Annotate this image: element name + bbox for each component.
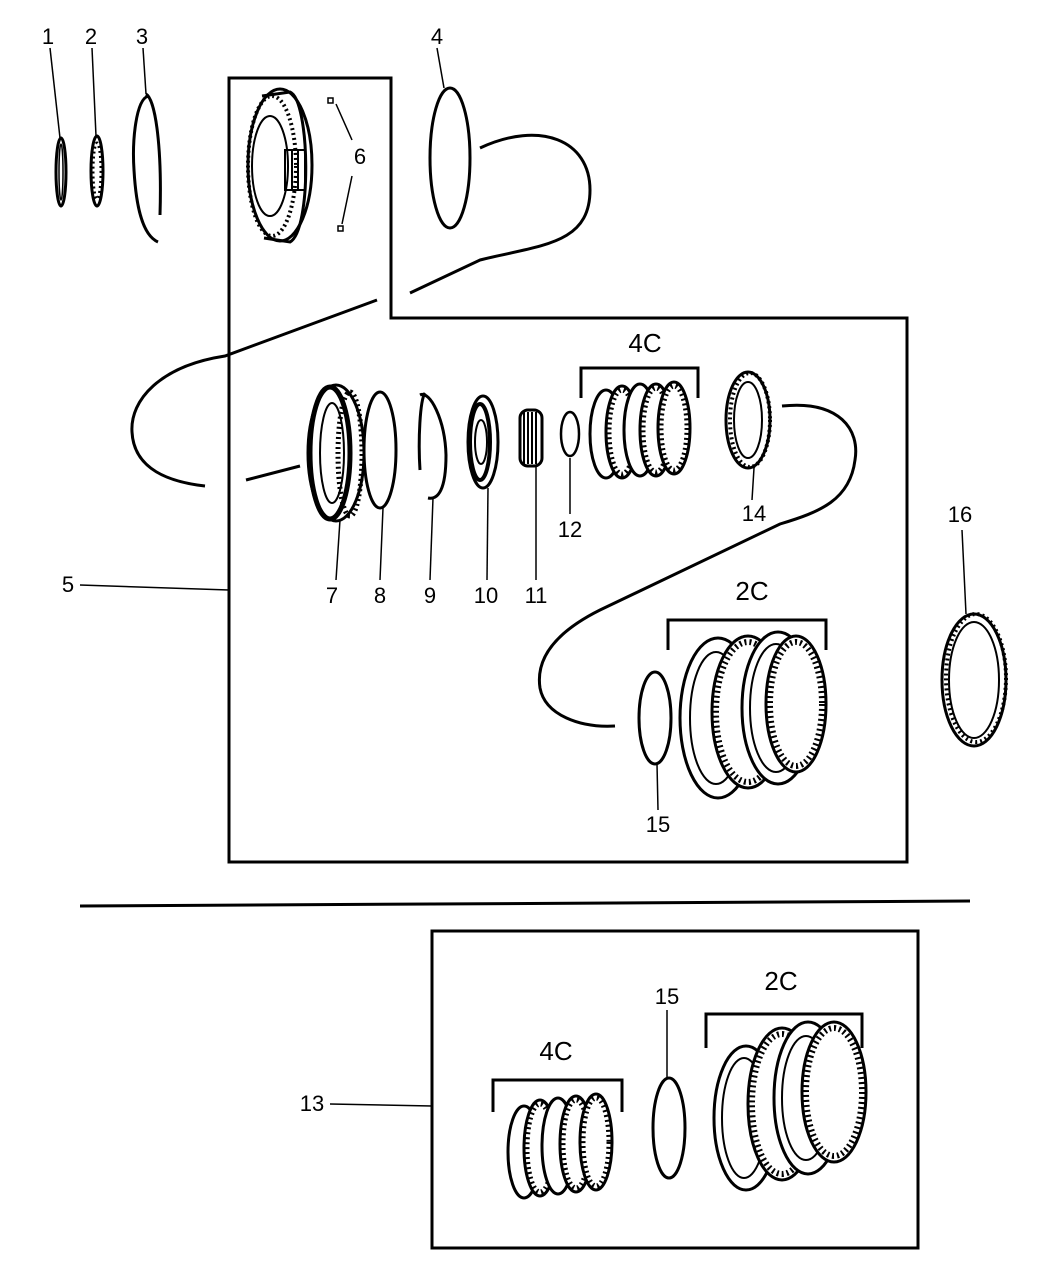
part-1-washer [54, 136, 68, 208]
callout-2: 2 [85, 24, 97, 49]
seal-loop-upper-tail [245, 464, 301, 482]
part-12-o-ring [559, 410, 581, 458]
callout-7: 7 [326, 583, 338, 608]
kit-outline-13 [430, 929, 920, 1250]
clutch-pack-4c-bottom [506, 1092, 614, 1200]
part-3-snap-ring [132, 92, 162, 244]
callout-15-bottom: 15 [655, 984, 679, 1009]
part-10-retainer [466, 394, 500, 490]
part-8-seal [362, 390, 398, 510]
clutch-pack-4c-top [588, 380, 692, 480]
part-16-reaction-plate [940, 612, 1008, 748]
callout-3: 3 [136, 24, 148, 49]
part-7-piston [306, 383, 366, 523]
section-divider [79, 899, 971, 908]
callout-1: 1 [42, 24, 54, 49]
part-2-bearing [89, 134, 105, 208]
group-label-4c-top: 4C [628, 328, 661, 358]
bracket-4c-bottom [491, 1078, 624, 1112]
group-label-2c-top: 2C [735, 576, 768, 606]
callout-8: 8 [374, 583, 386, 608]
part-9-snap-ring [417, 392, 448, 500]
part-15-snap-ring-top [637, 670, 673, 766]
callout-13: 13 [300, 1091, 324, 1116]
kit-outline-5 [227, 76, 909, 864]
part-4-seal-ring [428, 86, 472, 230]
callout-12: 12 [558, 517, 582, 542]
bracket-4c-top [579, 366, 700, 398]
seal-loop-upper [409, 133, 592, 295]
callout-10: 10 [474, 583, 498, 608]
callout-6: 6 [354, 144, 366, 169]
bracket-2c-bottom [704, 1012, 864, 1048]
part-14-plate [724, 370, 772, 470]
seal-loop-upper-continuation [130, 298, 378, 488]
seal-loop-middle [537, 403, 858, 728]
callout-5: 5 [62, 572, 74, 597]
part-5-clutch-housing [246, 87, 314, 244]
callout-11: 11 [525, 583, 548, 608]
clutch-pack-2c-bottom [712, 1020, 868, 1192]
bracket-2c-top [666, 618, 828, 650]
part-15-snap-ring-bottom [651, 1076, 687, 1180]
clutch-pack-2c-top [678, 630, 828, 800]
group-label-2c-bottom: 2C [764, 966, 797, 996]
callout-16: 16 [948, 502, 972, 527]
callout-9: 9 [424, 583, 436, 608]
callout-14: 14 [742, 501, 766, 526]
leader-lines [49, 47, 967, 1107]
part-6-check-balls [327, 97, 353, 232]
callout-15: 15 [646, 812, 670, 837]
callout-4: 4 [431, 24, 443, 49]
group-label-4c-bottom: 4C [539, 1036, 572, 1066]
part-11-needle-bearing [518, 408, 544, 468]
